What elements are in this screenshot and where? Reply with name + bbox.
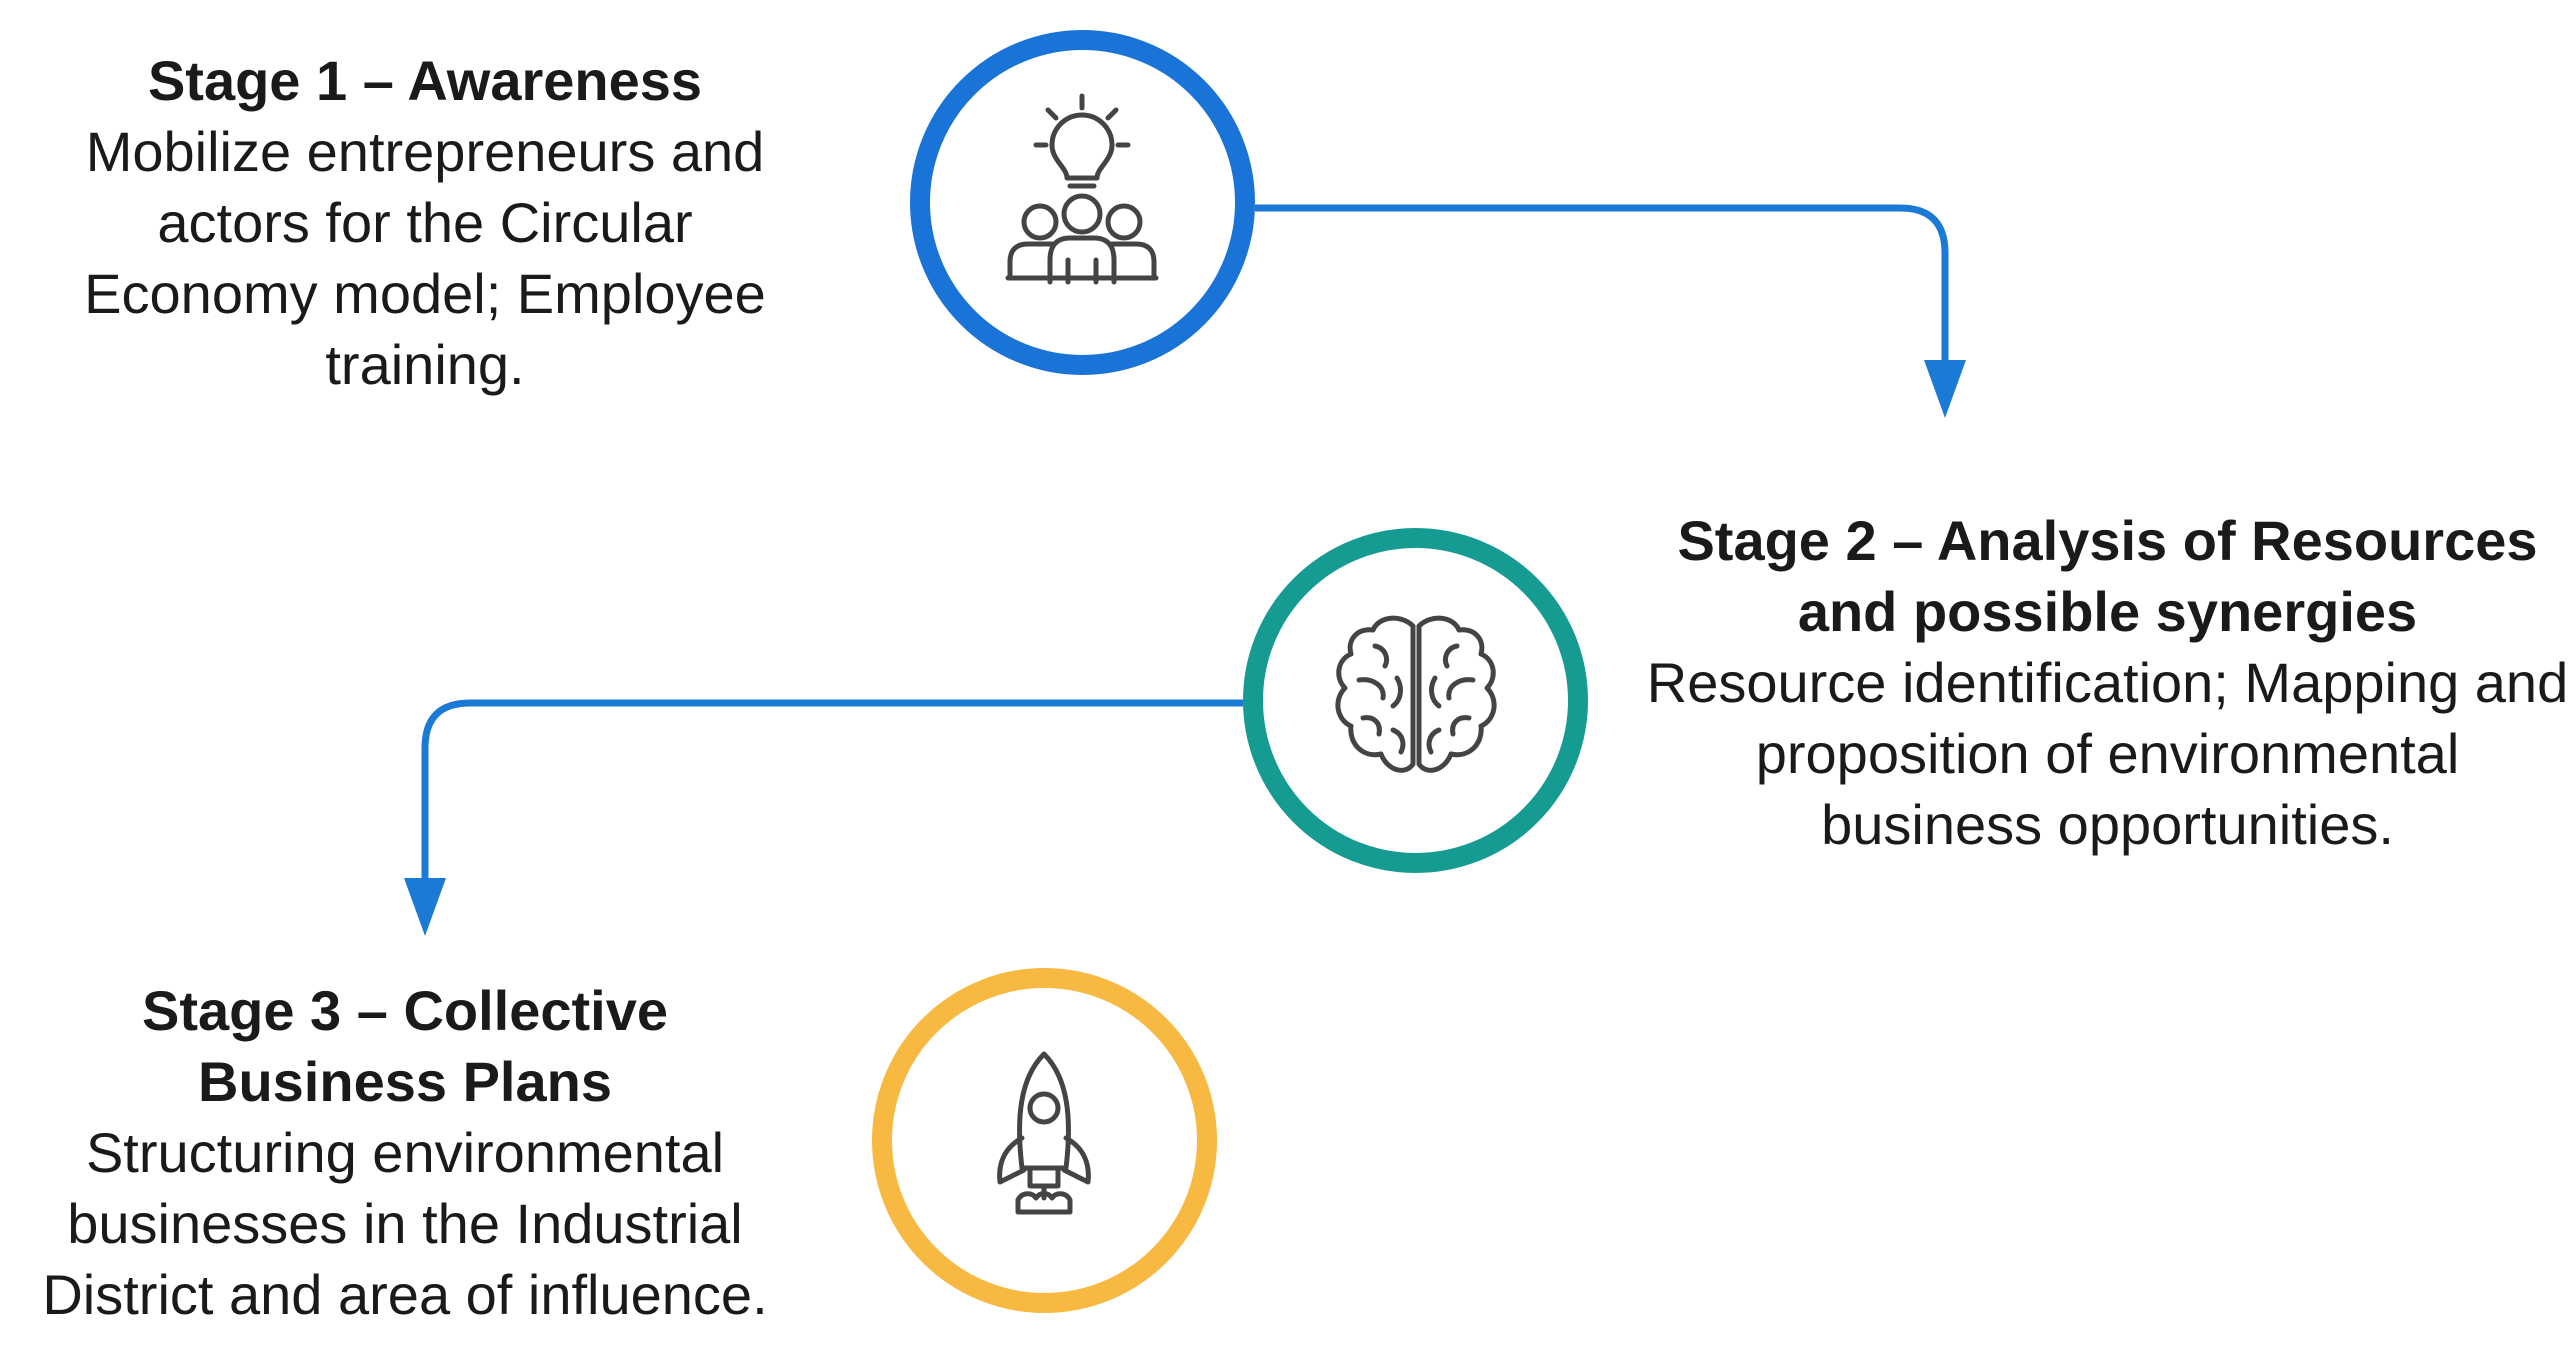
stage-3-ring (872, 968, 1217, 1313)
stage-2-description: Resource identification; Mapping and pro… (1646, 651, 2569, 856)
stage-2-title: Stage 2 – Analysis of Resources and poss… (1677, 509, 2538, 643)
stage-3-text: Stage 3 – Collective Business Plans Stru… (20, 975, 790, 1330)
stage-1-text: Stage 1 – Awareness Mobilize entrepreneu… (40, 45, 810, 400)
stage-1-description: Mobilize entrepreneurs and actors for th… (84, 120, 766, 396)
lightbulb-people-icon (1005, 93, 1159, 285)
stage-2-ring (1243, 528, 1588, 873)
brain-icon (1335, 615, 1497, 773)
stage-1-ring (910, 30, 1255, 375)
connector-stage1-to-stage2 (1255, 204, 1966, 418)
rocket-icon (997, 1051, 1091, 1215)
stage-1-title: Stage 1 – Awareness (147, 49, 703, 112)
stage-2-text: Stage 2 – Analysis of Resources and poss… (1640, 505, 2575, 860)
stage-3-description: Structuring environmental businesses in … (42, 1121, 768, 1326)
stage-3-title: Stage 3 – Collective Business Plans (141, 979, 668, 1113)
connector-stage2-to-stage3 (404, 699, 1243, 936)
